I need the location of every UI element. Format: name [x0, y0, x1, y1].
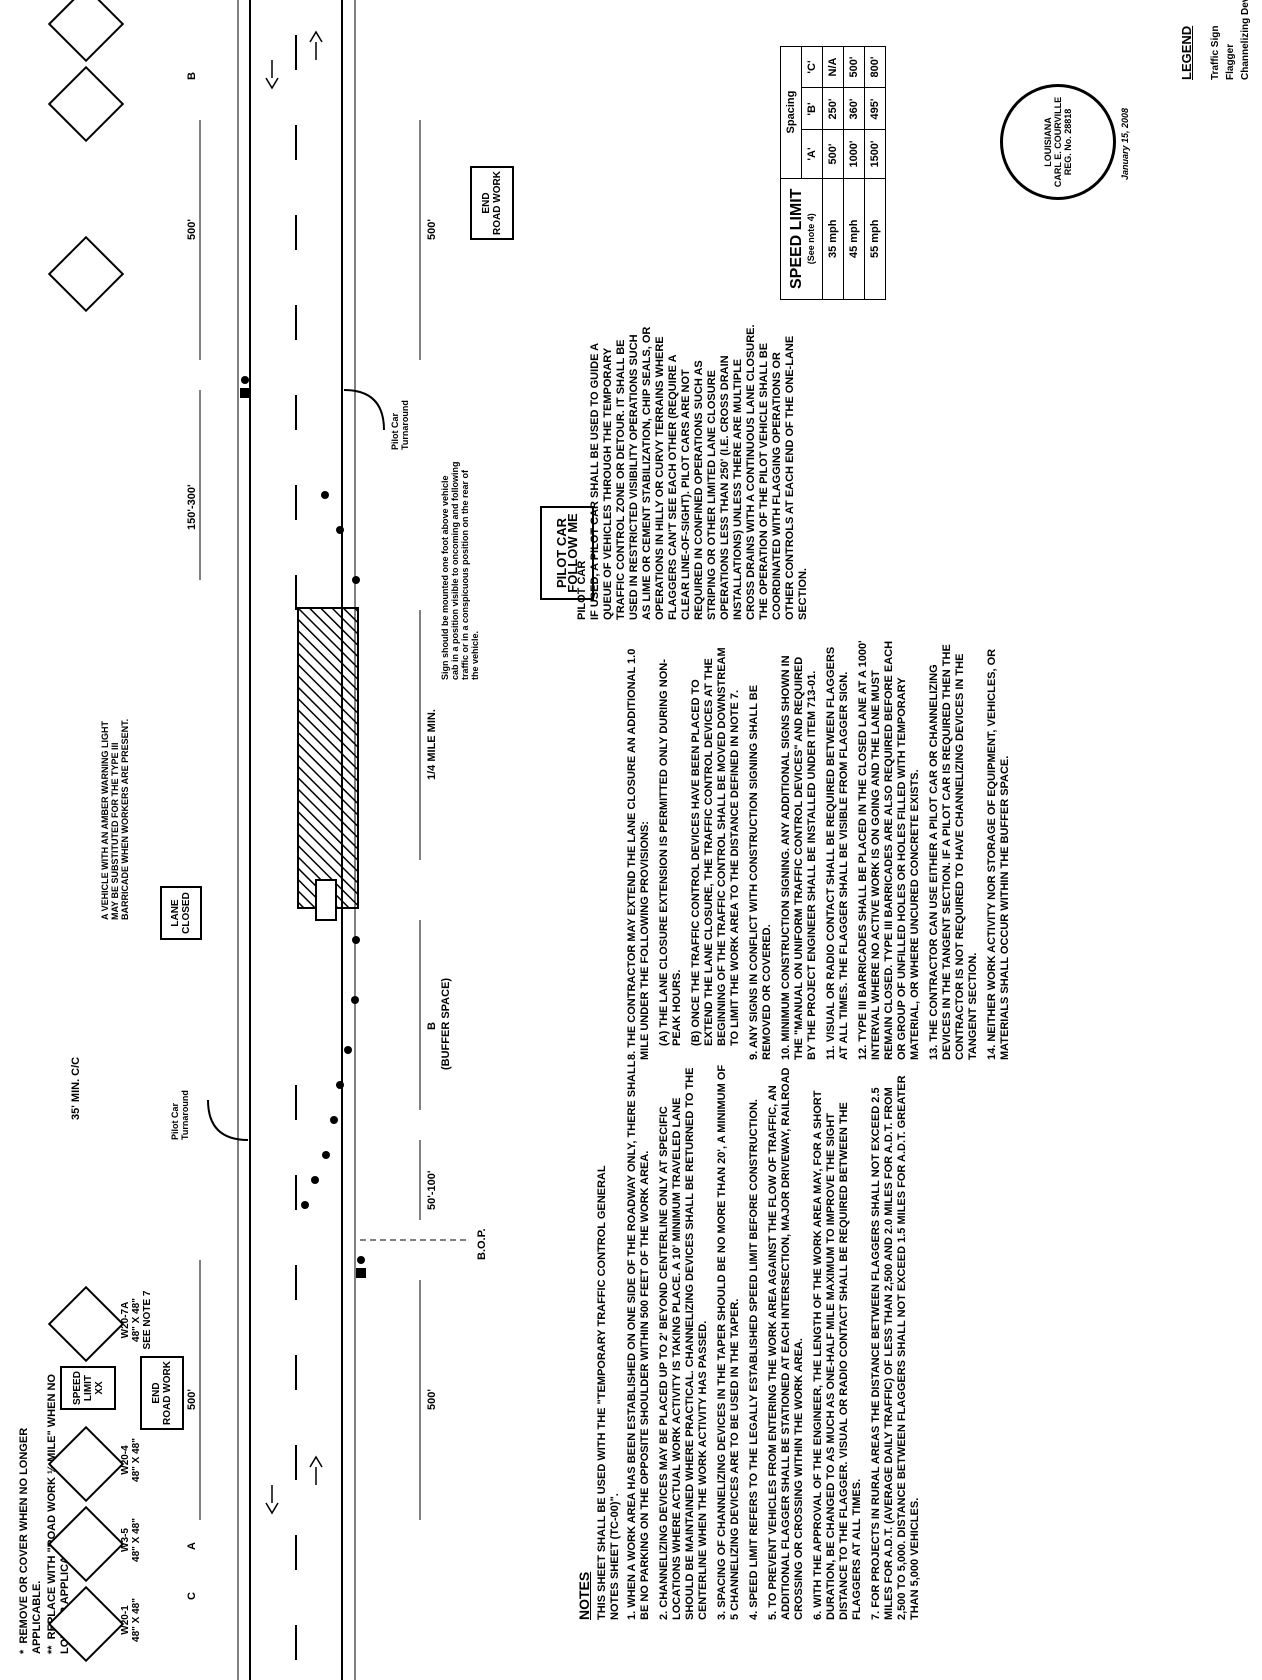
- label-sign-mount: Sign should be mounted one foot above ve…: [440, 461, 480, 680]
- note-13: 13. THE CONTRACTOR CAN USE EITHER A PILO…: [928, 644, 979, 1060]
- sign-one-lane-road-ahead-left: W20-4 48" X 48": [120, 1438, 142, 1482]
- sign-end-road-work-left: END ROAD WORK: [140, 1356, 184, 1430]
- notes-intro: THIS SHEET SHALL BE USED WITH THE "TEMPO…: [596, 1165, 621, 1620]
- legend-channelizing: Channelizing Device: [1240, 0, 1251, 80]
- turnaround-right: [343, 389, 385, 431]
- turnaround-left: [207, 1099, 249, 1141]
- dim-quarter-mile: 1/4 Mile Min.: [426, 709, 438, 780]
- pilot-car-title: PILOT CAR: [576, 560, 588, 620]
- dimension-lines: [199, 120, 421, 1520]
- note-14: 14. NEITHER WORK ACTIVITY NOR STORAGE OF…: [986, 648, 1011, 1060]
- label-min-cc: 35' MIN. C/C: [70, 1056, 82, 1120]
- table-header-row: SPEED LIMIT (See note 4) Spacing: [780, 46, 823, 300]
- note-4: 4. SPEED LIMIT REFERS TO THE LEGALLY EST…: [748, 1099, 760, 1620]
- speed-spacing-table: SPEED LIMIT (See note 4) Spacing 'A' 'B'…: [780, 46, 886, 300]
- note-8a: (A) THE LANE CLOSURE EXTENSION IS PERMIT…: [658, 659, 683, 1046]
- note-10: 10. MINIMUM CONSTRUCTION SIGNING. ANY AD…: [780, 655, 818, 1060]
- label-pilot-turnaround-right: Pilot Car Turnaround: [390, 400, 410, 450]
- traffic-arrow-left: [265, 1455, 323, 1515]
- dim-a: A: [186, 1542, 198, 1550]
- dim-b-2: B: [186, 72, 198, 80]
- note-12: 12. TYPE III BARRICADES SHALL BE PLACED …: [857, 640, 921, 1060]
- sign-road-work-ahead: W20-1 48" X 48": [120, 1598, 142, 1642]
- note-6: 6. WITH THE APPROVAL OF THE ENGINEER, TH…: [812, 1090, 863, 1620]
- table-col-a: 'A': [801, 129, 823, 179]
- sign-speed-limit-left: SPEED LIMIT XX: [60, 1366, 116, 1410]
- note-9: 9. ANY SIGNS IN CONFLICT WITH CONSTRUCTI…: [748, 684, 773, 1060]
- dim-500-left-2: 500': [426, 1389, 438, 1410]
- dim-b: B: [426, 1022, 438, 1030]
- notes-list: 1. WHEN A WORK AREA HAS BEEN ESTABLISHED…: [626, 1060, 928, 1620]
- table-header-spacing: Spacing: [780, 46, 802, 179]
- sign-end-road-work-right: END ROAD WORK: [470, 166, 514, 240]
- warning-signs: [47, 0, 125, 1663]
- table-col-c: 'C': [801, 46, 823, 88]
- note-8b: (B) ONCE THE TRAFFIC CONTROL DEVICES HAV…: [690, 647, 741, 1046]
- dim-500-right: 500': [186, 219, 198, 240]
- label-bop: B.O.P.: [476, 1228, 488, 1260]
- note-5: 5. TO PREVENT VEHICLES FROM ENTERING THE…: [767, 1067, 805, 1620]
- sign-w3-5: W3-5 48" X 48": [120, 1518, 142, 1562]
- note-11: 11. VISUAL OR RADIO CONTACT SHALL BE REQ…: [825, 646, 850, 1060]
- engineer-seal: LOUISIANA CARL E. COURVILLE REG. No. 288…: [1000, 84, 1116, 200]
- notes-title: NOTES: [576, 1571, 592, 1620]
- legend: LEGEND: [1179, 0, 1194, 80]
- work-area: [297, 607, 359, 909]
- note-1: 1. WHEN A WORK AREA HAS BEEN ESTABLISHED…: [626, 1060, 651, 1620]
- table-col-b: 'B': [801, 87, 823, 130]
- dim-50-100: 50'-100': [426, 1170, 438, 1210]
- dim-150-300: 150'-300': [186, 484, 198, 530]
- seal-date: January 15, 2008: [1120, 107, 1130, 180]
- notes-list-2: 8. THE CONTRACTOR MAY EXTEND THE LANE CL…: [626, 640, 1018, 1060]
- note-8: 8. THE CONTRACTOR MAY EXTEND THE LANE CL…: [626, 648, 651, 1060]
- dim-buffer-space: (BUFFER SPACE): [440, 977, 452, 1070]
- sign-flagger-left: W20-7a 48" X 48" See note 7: [120, 1290, 153, 1350]
- flagger-icon: [240, 376, 366, 1278]
- pilot-car-text: IF USED, A PILOT CAR SHALL BE USED TO GU…: [589, 324, 809, 620]
- pilot-car-note: PILOT CAR IF USED, A PILOT CAR SHALL BE …: [576, 320, 810, 620]
- dim-500-right-2: 500': [426, 219, 438, 240]
- sign-lane-closed: LANE CLOSED: [160, 886, 202, 940]
- note-2: 2. CHANNELIZING DEVICES MAY BE PLACED UP…: [658, 1067, 709, 1620]
- legend-title: LEGEND: [1179, 25, 1194, 80]
- legend-flagger: Flagger: [1225, 43, 1236, 80]
- channelizing-devices: [301, 491, 360, 1209]
- work-vehicle: [315, 879, 337, 921]
- dim-c: C: [186, 1592, 198, 1600]
- note-7: 7. FOR PROJECTS IN RURAL AREAS THE DISTA…: [870, 1075, 921, 1620]
- dim-500-left: 500': [186, 1389, 198, 1410]
- table-header-speed: SPEED LIMIT (See note 4): [780, 178, 823, 300]
- note-3: 3. SPACING OF CHANNELIZING DEVICES IN TH…: [716, 1064, 741, 1620]
- traffic-arrow-right: [265, 30, 323, 90]
- label-pilot-turnaround-left: Pilot Car Turnaround: [170, 1090, 190, 1140]
- label-vehicle-warning: A VEHICLE WITH AN AMBER WARNING LIGHT MA…: [100, 718, 130, 920]
- legend-traffic-sign: Traffic Sign: [1210, 25, 1221, 80]
